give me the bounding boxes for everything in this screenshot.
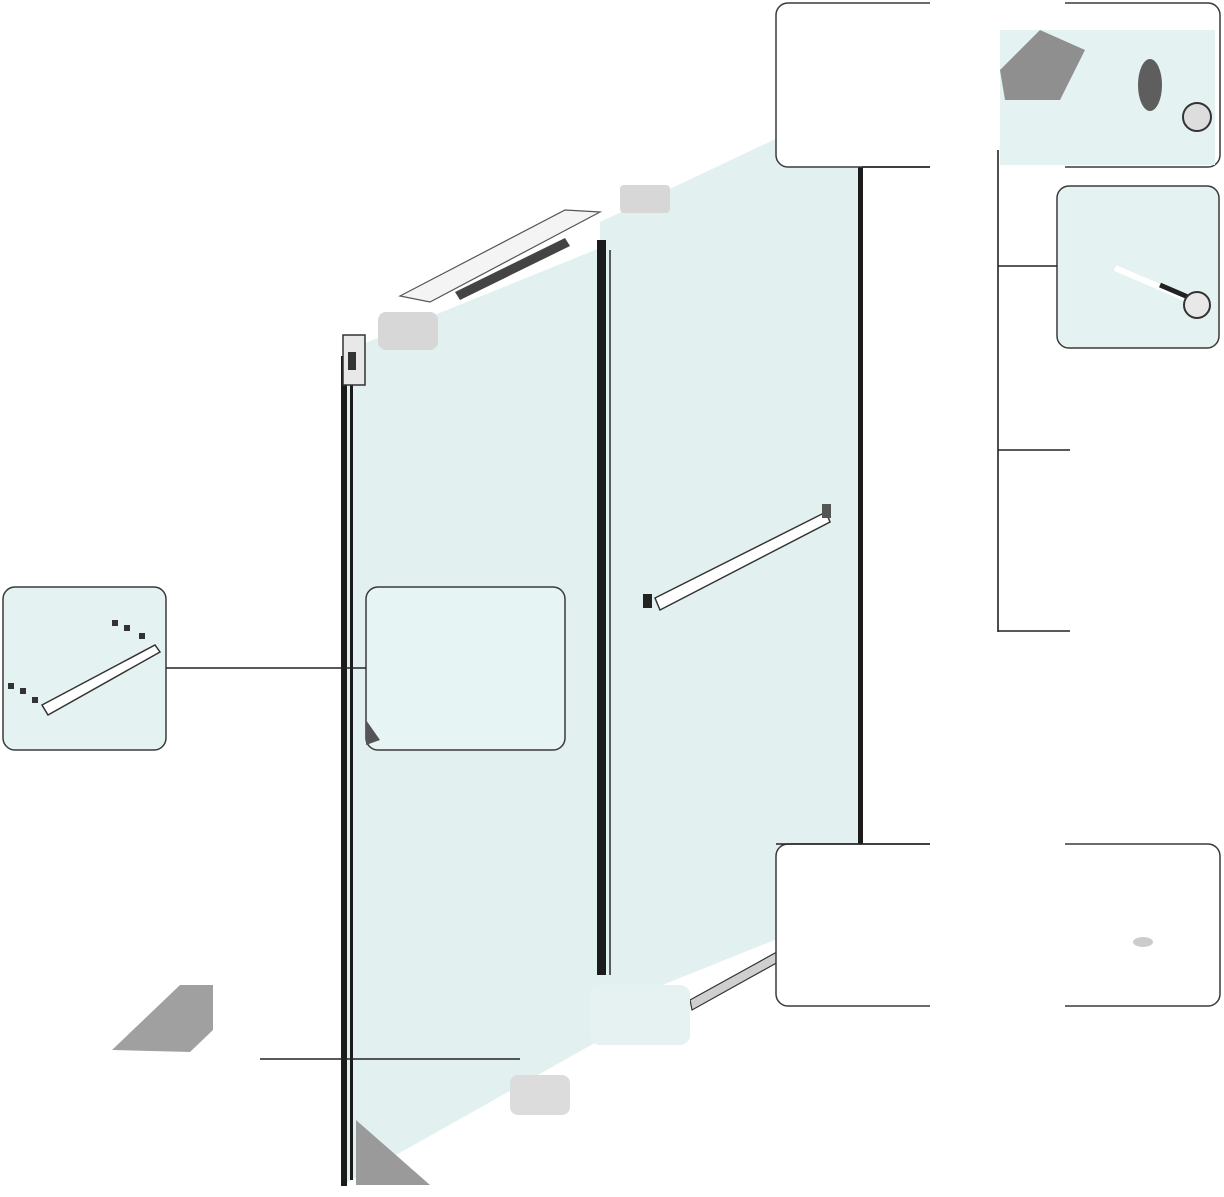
callout-guide-wheel-frame [1056, 185, 1220, 349]
callout-top-roller [775, 0, 1221, 170]
center-stile-edge [609, 250, 611, 975]
callout-bottom-track [775, 840, 1221, 1010]
guide-wheel-icon [1183, 291, 1211, 319]
left-wall-jamb [341, 356, 347, 1186]
callout-bottom-bracket [112, 985, 520, 1060]
bottom-corner-piece [510, 1075, 570, 1115]
top-rail-slot [455, 238, 570, 300]
left-wall-jamb-inner [350, 380, 353, 1180]
center-stile [597, 240, 606, 975]
top-roller-cap-icon [1182, 102, 1212, 132]
panel-window-shadow [366, 720, 380, 745]
panel-window-frame [365, 586, 566, 751]
top-roller-wheel-icon [1138, 59, 1162, 111]
callout-panel-window [365, 586, 566, 751]
bottom-guide-icon [1133, 937, 1153, 947]
bottom-left-shadow [356, 1120, 430, 1185]
top-header-rail [398, 209, 603, 303]
callout-towel-bar-frame [2, 586, 167, 751]
sliding-glass-panel [600, 98, 862, 1010]
right-leader-lines [862, 150, 1070, 632]
callout-guide-wheel [1056, 185, 1220, 349]
top-stopper-hardware [620, 185, 670, 213]
left-roller-hardware [378, 312, 438, 350]
callout-towel-bar [2, 586, 167, 751]
top-hanger-roller-icon [1000, 30, 1085, 100]
right-panel-edge [858, 100, 863, 900]
door-towel-bar [643, 504, 831, 612]
bottom-guide-hardware [590, 985, 690, 1045]
towel-bar-kit-icon [40, 644, 162, 717]
top-wall-bracket-detail [348, 352, 356, 370]
wall-jamb-bracket-icon [112, 985, 213, 1052]
